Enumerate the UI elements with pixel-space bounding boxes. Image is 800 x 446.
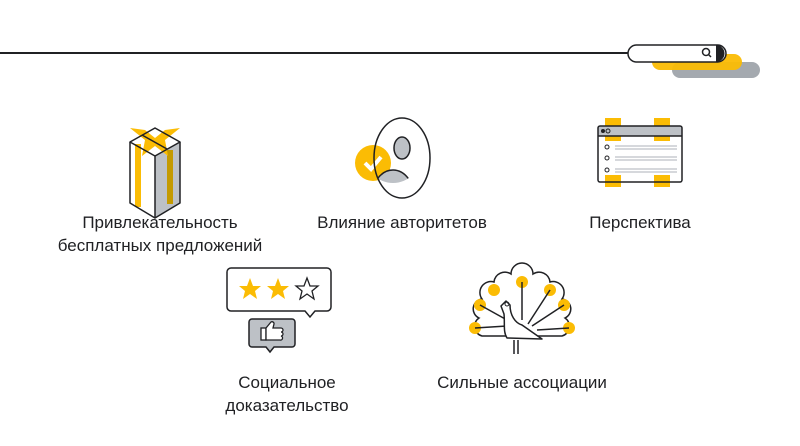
star-filled-icon bbox=[267, 278, 289, 299]
label-line: Социальное bbox=[238, 373, 336, 392]
label-line: Сильные ассоциации bbox=[437, 373, 607, 392]
label-authority: Влияние авторитетов bbox=[317, 211, 487, 234]
gift-box-icon bbox=[129, 127, 181, 219]
star-empty-icon bbox=[294, 276, 320, 301]
header-search-bar-decoration bbox=[0, 44, 760, 78]
peacock-icon bbox=[469, 262, 575, 354]
star-filled-icon bbox=[239, 278, 261, 299]
label-line: Перспектива bbox=[589, 213, 691, 232]
browser-search-results-icon bbox=[597, 118, 683, 187]
label-line: бесплатных предложений bbox=[57, 236, 263, 255]
label-strong-associations: Сильные ассоциации bbox=[437, 371, 607, 394]
label-line: доказательство bbox=[225, 396, 349, 415]
rating-thumbs-up-icon bbox=[226, 267, 332, 354]
label-social-proof: Социальное доказательство bbox=[225, 371, 348, 417]
thumbs-up-icon bbox=[260, 321, 284, 341]
label-line: Влияние авторитетов bbox=[317, 213, 487, 232]
label-line: Привлекательность bbox=[82, 213, 238, 232]
label-free-offers: Привлекательность бесплатных предложений bbox=[58, 211, 263, 257]
search-icon bbox=[701, 47, 712, 58]
verified-person-icon bbox=[355, 117, 431, 199]
label-perspective: Перспектива bbox=[589, 211, 691, 234]
